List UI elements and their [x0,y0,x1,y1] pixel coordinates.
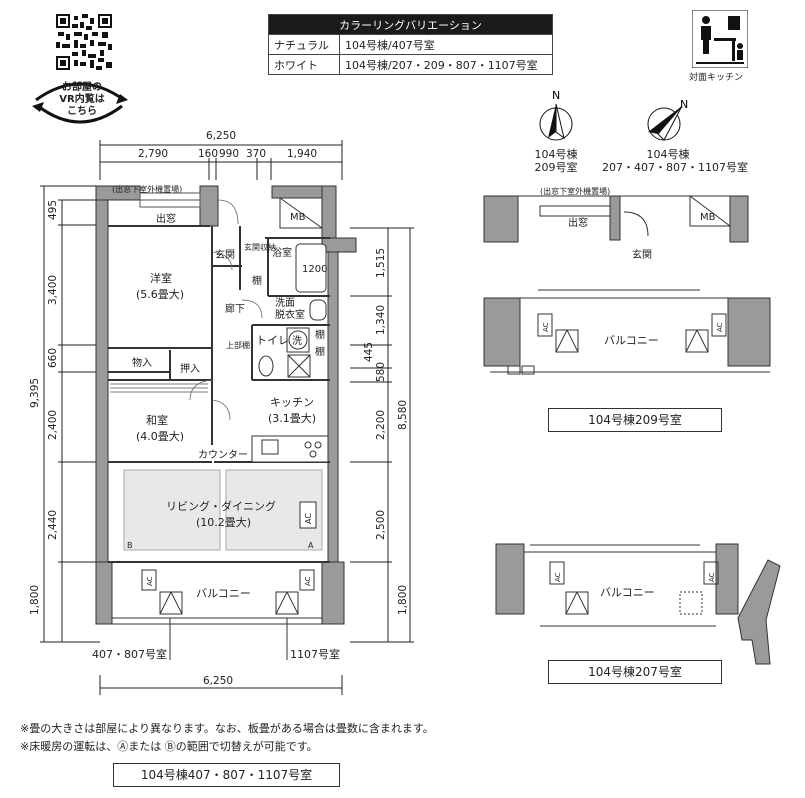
dim-top-total: 6,250 [206,130,236,142]
ac-label: AC [304,576,312,586]
window-label: (出窓下室外機置場) [112,184,182,194]
note-floor-heating: ※床暖房の運転は、Ⓐまたは Ⓑの範囲で切替えが可能です。 [20,740,318,753]
tana-label: 棚 [315,345,325,358]
qr-code[interactable] [56,14,112,70]
dim-right-part: 580 [375,362,387,382]
compass-label: 104号棟 209号室 [534,148,578,174]
datsuishitsu-label: 脱衣室 [275,308,305,321]
compass-icon: N [647,98,688,141]
genkan-label: 玄関 [215,248,235,261]
ac-label: AC [304,513,313,524]
ac-label: AC [554,572,562,582]
youshitsu-label: 洋室 [150,271,172,285]
dim-left-part: 3,400 [47,275,59,305]
dim-top-part: 990 [219,148,239,160]
counter-label: カウンター [198,449,248,461]
sentaku-label: 洗 [292,335,302,347]
dim-top-part: 370 [246,148,266,160]
plate-209: 104号棟209号室 [548,408,722,432]
ac-label: AC [708,572,716,582]
mb-label: MB [290,212,306,223]
demado-label: 出窓 [156,212,176,225]
dim-left-part: 495 [47,200,59,220]
unit-label-left: 407・807号室 [92,647,167,661]
dim-left-part: 660 [47,348,59,368]
vr-arrow-icon [32,82,128,124]
bath-size: 1200 [302,264,327,275]
upper-storage-label: 上部棚 [226,340,250,350]
dim-right-total: 8,580 [397,400,409,430]
dim-top-part: 160 [198,148,218,160]
living-size: (10.2畳大) [196,515,251,529]
demado-label: 出窓 [568,216,588,229]
floor-heating-mark-a: A [308,541,314,550]
dim-right-part: 1,340 [375,305,387,335]
compass-label: 104号棟 207・407・807・1107号室 [602,148,748,174]
tana-label: 棚 [315,328,325,341]
oshiire-label: 押入 [180,362,200,375]
unit-label-right: 1107号室 [290,647,340,661]
senmen-label: 洗面 [275,297,295,309]
dim-left-part: 2,400 [47,410,59,440]
compass-icon: N [539,89,573,141]
toilet-label: トイレ [256,334,289,347]
youshitsu-size: (5.6畳大) [136,287,184,301]
dim-right-part: 1,800 [397,585,409,615]
dim-left-part: 1,800 [29,585,41,615]
kitchen-size: (3.1畳大) [268,411,316,425]
kitchen-label: キッチン [270,396,314,409]
note-tatami: ※畳の大きさは部屋により異なります。なお、板畳がある場合は畳数に含まれます。 [20,722,434,735]
ac-label: AC [542,322,550,332]
kitchen-icon [692,10,748,68]
dim-right-part: 1,515 [375,248,387,278]
genkan-label: 玄関 [632,248,652,261]
ac-label: AC [146,576,154,586]
dim-right-part: 2,500 [375,510,387,540]
washitsu-size: (4.0畳大) [136,429,184,443]
kitchen-icon-label: 対面キッチン [689,73,744,83]
dim-top-part: 1,940 [287,148,317,160]
bath-label: 浴室 [272,246,292,259]
ac-label: AC [716,322,724,332]
plate-207: 104号棟207号室 [548,660,722,684]
living-label: リビング・ダイニング [166,499,276,513]
washitsu-label: 和室 [146,413,168,427]
mb-label: MB [700,212,716,223]
variation-title: カラーリングバリエーション [268,14,553,35]
plate-main: 104号棟407・807・1107号室 [113,763,340,787]
dim-left-part: 2,440 [47,510,59,540]
balcony-label: バルコニー [604,334,659,347]
genkan-storage-label: 玄関収納 [244,242,276,252]
monoire-label: 物入 [132,356,152,369]
balcony-label: バルコニー [600,586,655,599]
svg-text:N: N [552,89,560,102]
dim-bottom-total: 6,250 [203,675,233,687]
dim-left-total: 9,395 [29,378,41,408]
vr-label[interactable]: お部屋の VR内覧は こちら [59,82,105,117]
svg-text:N: N [680,98,688,111]
dim-right-small: 445 [363,342,375,362]
dim-top-part: 2,790 [138,148,168,160]
window-label: (出窓下室外機置場) [540,186,610,196]
balcony-label: バルコニー [196,587,251,600]
dim-right-part: 2,200 [375,410,387,440]
rouka-label: 廊下 [225,302,245,315]
floor-heating-mark-b: B [127,541,133,550]
tana-label: 棚 [252,274,262,287]
